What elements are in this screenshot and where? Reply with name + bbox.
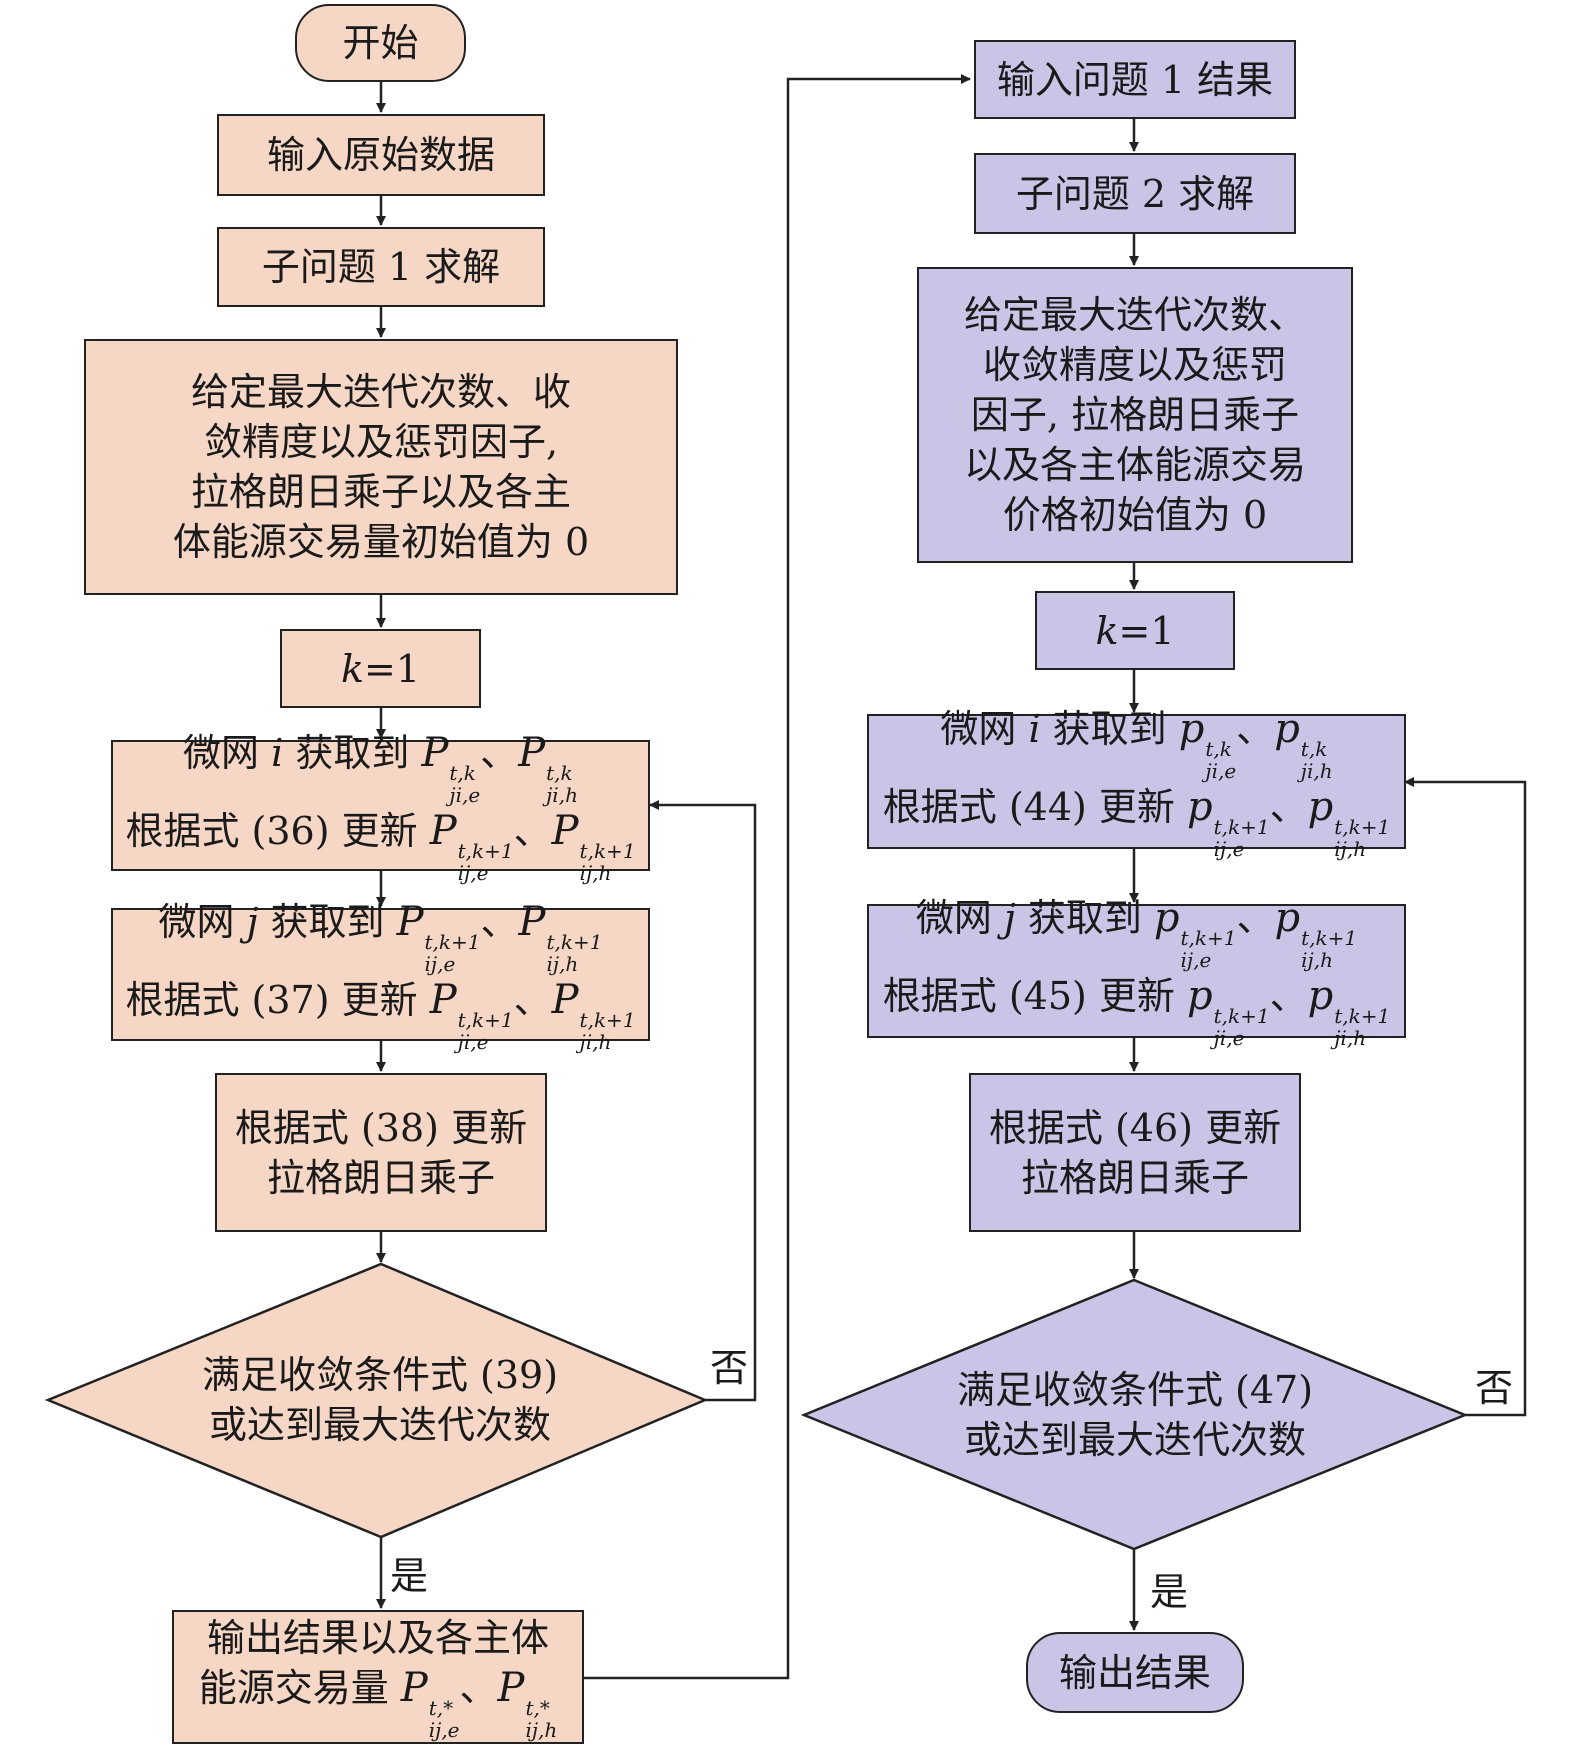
arrow-cross-link bbox=[584, 74, 971, 1680]
left-decision-line-2: 或达到最大迭代次数 bbox=[208, 1403, 551, 1447]
right-init-node: 给定最大迭代次数、 收敛精度以及惩罚 因子, 拉格朗日乘子 以及各主体能源交易 … bbox=[917, 267, 1353, 563]
right-solve-node: 子问题 2 求解 bbox=[974, 153, 1296, 234]
right-input-label: 输入问题 1 结果 bbox=[996, 57, 1274, 102]
left-decision-diamond bbox=[44, 1262, 709, 1539]
right-solve-label: 子问题 2 求解 bbox=[1015, 171, 1255, 216]
right-decision-line-2: 或达到最大迭代次数 bbox=[963, 1418, 1306, 1462]
left-input-label: 输入原始数据 bbox=[266, 133, 495, 177]
left-update-line-2: 拉格朗日乘子 bbox=[266, 1155, 495, 1200]
right-decision-text: 满足收敛条件式 (47) 或达到最大迭代次数 bbox=[905, 1360, 1365, 1470]
right-init-line-2: 收敛精度以及惩罚 bbox=[982, 343, 1287, 387]
left-init-line-3: 拉格朗日乘子以及各主 bbox=[190, 470, 571, 514]
left-k-node: k=1 bbox=[280, 629, 481, 708]
left-solve-node: 子问题 1 求解 bbox=[217, 227, 545, 307]
left-init-line-2: 敛精度以及惩罚因子, bbox=[203, 420, 559, 464]
left-decision-text: 满足收敛条件式 (39) 或达到最大迭代次数 bbox=[150, 1345, 610, 1455]
left-update-node: 根据式 (38) 更新 拉格朗日乘子 bbox=[215, 1073, 547, 1232]
left-solve-label: 子问题 1 求解 bbox=[261, 245, 501, 289]
left-start-node: 开始 bbox=[295, 4, 466, 82]
arrow-right-no-loop bbox=[1404, 777, 1527, 1417]
left-output-line-1: 输出结果以及各主体 bbox=[206, 1616, 549, 1660]
right-update-line-2: 拉格朗日乘子 bbox=[1020, 1155, 1249, 1200]
right-init-line-5: 价格初始值为 0 bbox=[1002, 493, 1268, 537]
right-init-line-1: 给定最大迭代次数、 bbox=[963, 293, 1306, 337]
right-init-line-3: 因子, 拉格朗日乘子 bbox=[970, 393, 1300, 437]
left-k-label: k=1 bbox=[340, 646, 421, 691]
right-k-label: k=1 bbox=[1095, 608, 1175, 653]
right-update-line-1: 根据式 (46) 更新 bbox=[988, 1105, 1282, 1150]
left-input-node: 输入原始数据 bbox=[217, 114, 545, 196]
right-yes-label: 是 bbox=[1150, 1570, 1189, 1614]
right-init-line-4: 以及各主体能源交易 bbox=[963, 443, 1306, 487]
right-decision-line-1: 满足收敛条件式 (47) bbox=[956, 1368, 1314, 1412]
left-decision-line-1: 满足收敛条件式 (39) bbox=[201, 1353, 559, 1397]
right-input-node: 输入问题 1 结果 bbox=[974, 40, 1296, 119]
right-k-node: k=1 bbox=[1035, 591, 1235, 670]
left-update-line-1: 根据式 (38) 更新 bbox=[234, 1105, 528, 1150]
left-yes-label: 是 bbox=[390, 1554, 429, 1598]
left-no-label: 否 bbox=[710, 1346, 749, 1390]
left-init-line-4: 体能源交易量初始值为 0 bbox=[172, 520, 590, 564]
right-decision-diamond bbox=[800, 1278, 1469, 1551]
left-init-line-1: 给定最大迭代次数、收 bbox=[190, 370, 571, 414]
left-start-label: 开始 bbox=[342, 21, 419, 65]
left-init-node: 给定最大迭代次数、收 敛精度以及惩罚因子, 拉格朗日乘子以及各主 体能源交易量初… bbox=[84, 339, 678, 595]
arrow-left-no-loop bbox=[649, 800, 757, 1402]
right-no-label: 否 bbox=[1475, 1366, 1514, 1410]
right-output-label: 输出结果 bbox=[1058, 1650, 1211, 1695]
right-update-node: 根据式 (46) 更新 拉格朗日乘子 bbox=[969, 1073, 1301, 1232]
right-output-node: 输出结果 bbox=[1026, 1632, 1244, 1713]
